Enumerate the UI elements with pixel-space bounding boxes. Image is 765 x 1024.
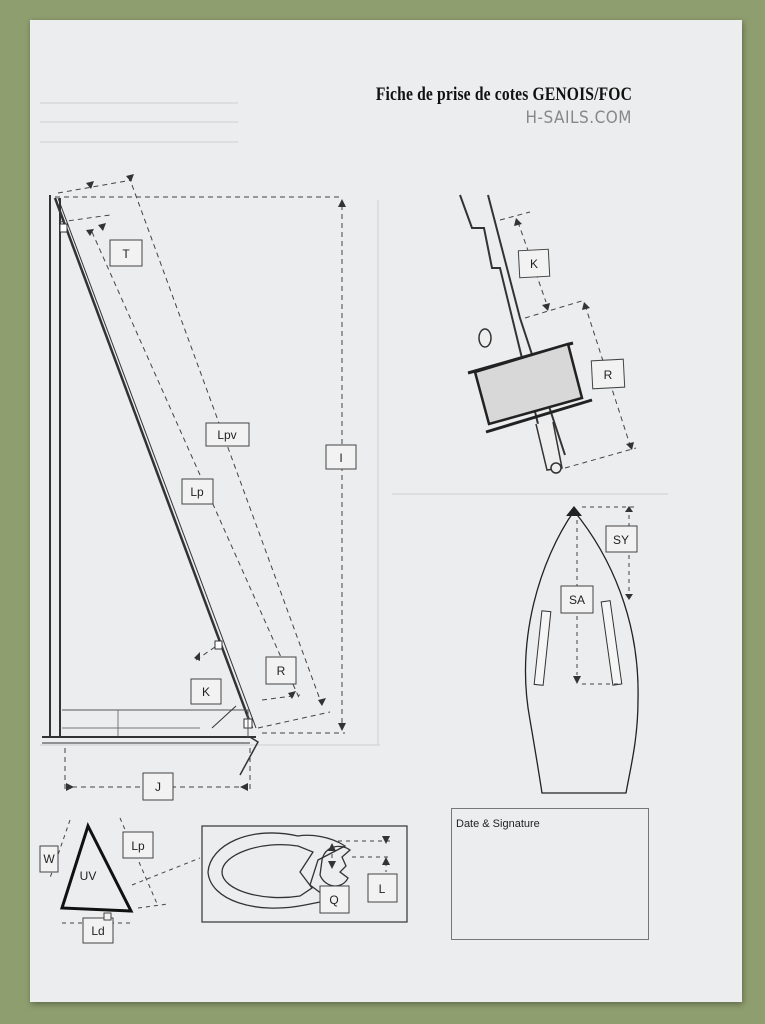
label-k: K [202, 685, 210, 699]
deck-label-sy: SY [613, 533, 629, 547]
furler-label-k: K [530, 257, 538, 271]
label-r: R [277, 664, 286, 678]
sail-label-uv: UV [80, 869, 97, 883]
label-t: T [122, 247, 130, 261]
sail-label-ld: Ld [91, 924, 104, 938]
signature-label: Date & Signature [456, 818, 540, 830]
furler-label-r: R [604, 368, 613, 382]
sheet-title: Fiche de prise de cotes GENOIS/FOC [375, 84, 632, 105]
sail-label-w: W [43, 852, 55, 866]
label-j: J [155, 780, 161, 794]
signature-box[interactable]: Date & Signature [451, 808, 649, 940]
rig-diagram [42, 174, 357, 801]
label-i: I [339, 451, 342, 465]
sail-label-lp: Lp [131, 839, 145, 853]
website-label: H-SAILS.COM [525, 108, 632, 128]
luff-label-q: Q [329, 893, 338, 907]
luff-label-l: L [379, 882, 386, 896]
luff-section [201, 825, 408, 923]
deck-plan [524, 506, 639, 794]
label-lp: Lp [190, 485, 204, 499]
label-lpv: Lpv [217, 428, 236, 442]
deck-label-sa: SA [569, 593, 585, 607]
sail-triangle [39, 817, 201, 944]
furler-detail [459, 194, 637, 474]
